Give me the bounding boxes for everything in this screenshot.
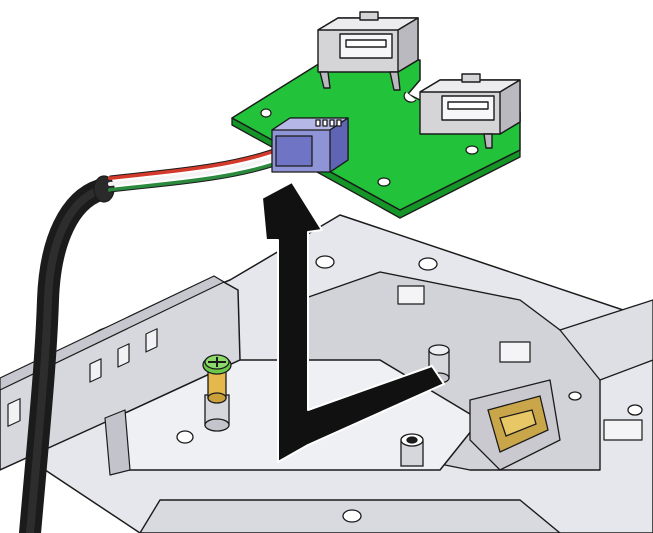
mount-hole [418,257,438,271]
usb-cable [19,145,288,533]
right-flange [559,299,653,381]
bracket-lip [104,409,131,476]
board-hole [260,108,272,118]
chassis [0,214,653,533]
vent-slot [7,398,21,427]
mount-hole [176,430,194,444]
vent-slots [7,328,158,427]
board-holes [260,108,479,187]
chassis-holes [176,255,643,523]
standoff-left [204,394,230,432]
screw-slot [208,357,226,367]
ribbon-connector [271,117,349,173]
usb-tongue [447,101,489,110]
board-hole [465,145,479,155]
bay-cutout [499,341,531,363]
mount-hole [315,255,335,269]
board-hole [377,177,391,187]
wire-red [108,146,284,180]
wire-white [108,152,286,186]
usb-tongue [345,39,387,48]
vent-slot [89,358,102,383]
release-latch [469,379,582,471]
board-notch [403,91,417,103]
usb-port-rear [317,11,419,91]
bay-cutouts [397,285,643,441]
standoffs [204,344,450,467]
bay-cutout [603,419,643,441]
latch-pivot [568,391,582,401]
connector-pins [315,119,342,127]
wire-green [108,158,288,192]
bay-cutout [397,285,425,305]
captive-screw [202,354,232,404]
usb-port-front [419,73,521,149]
mount-hole [627,404,643,416]
vent-slot [117,343,130,368]
standoff-right [400,433,424,467]
removal-arrow [261,181,445,463]
vent-slot [145,328,158,353]
chassis-wall-rim [0,275,225,391]
mount-hole [342,509,362,523]
